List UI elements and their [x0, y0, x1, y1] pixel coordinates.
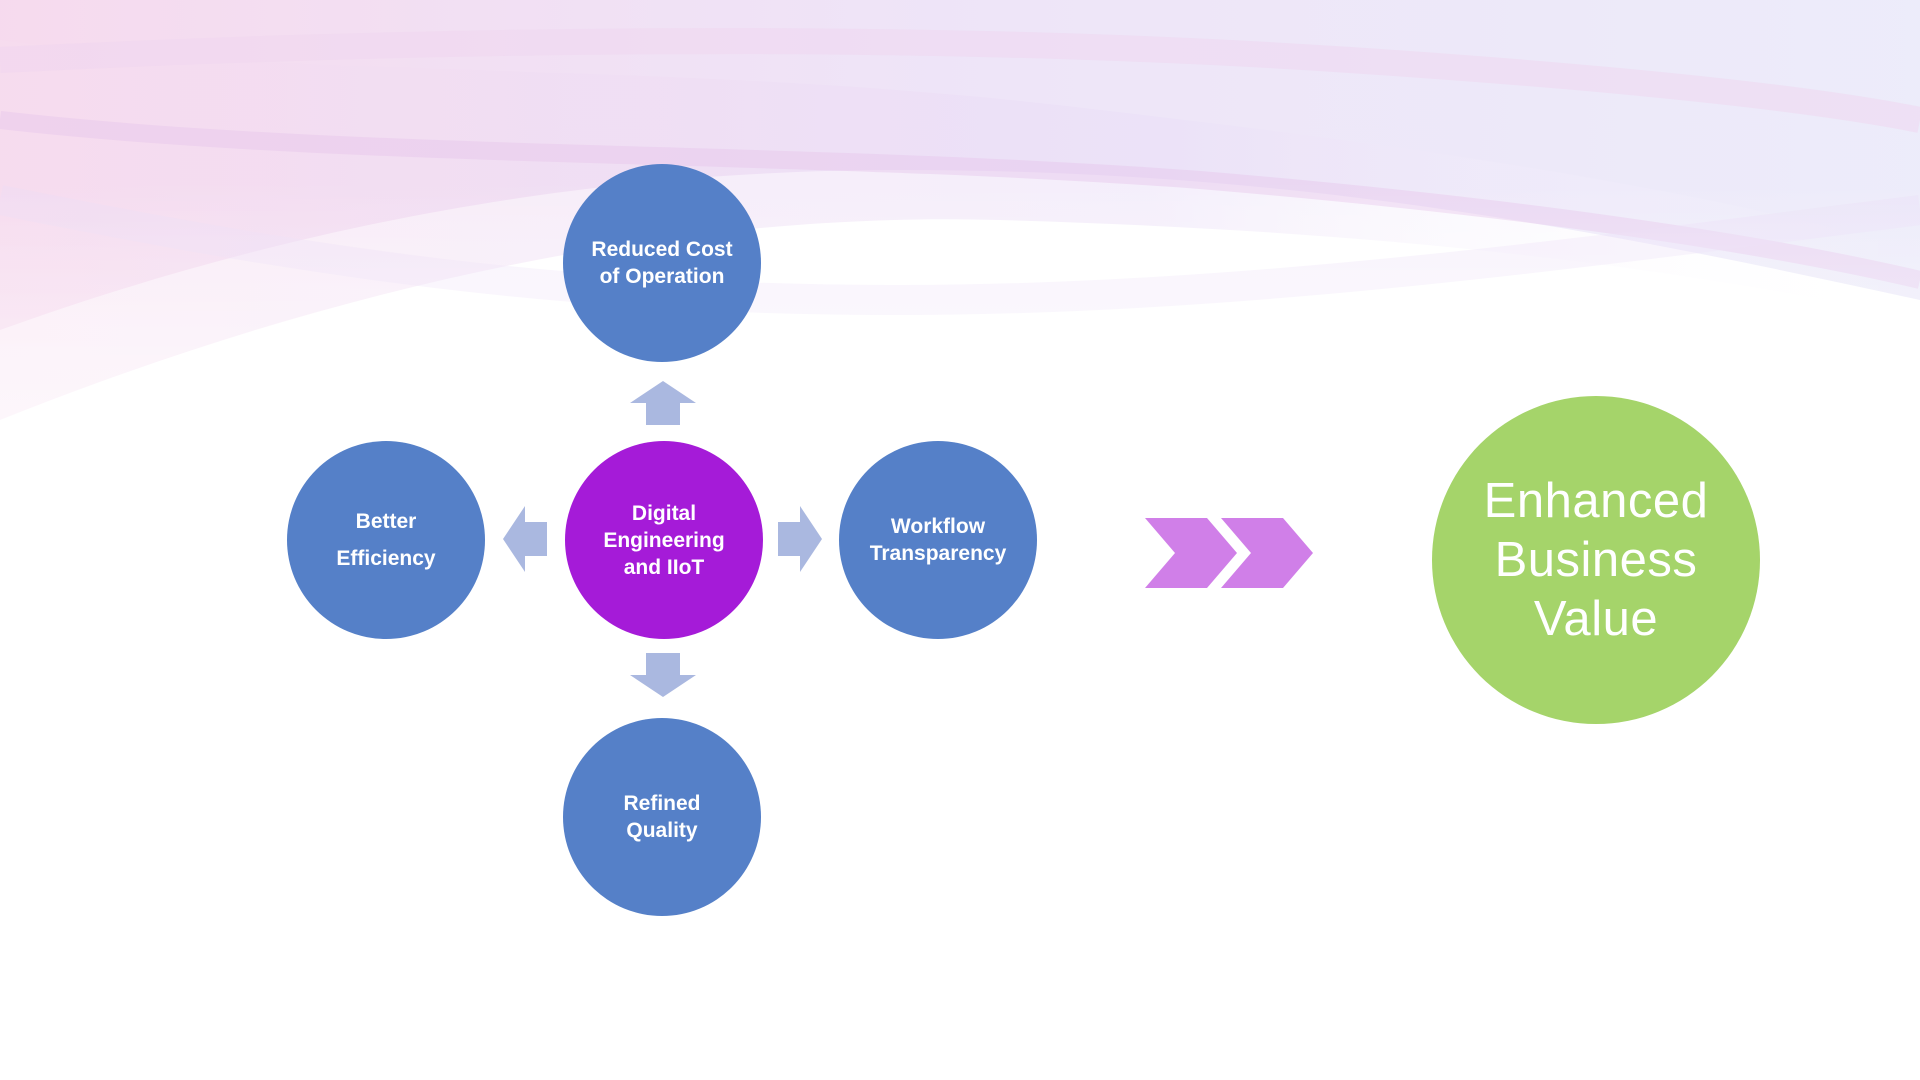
node-enhanced-business-value-label: Enhanced Business Value	[1483, 473, 1709, 646]
node-better-efficiency: Better Efficiency	[287, 441, 485, 639]
node-workflow-transparency-label: Workflow Transparency	[869, 515, 1007, 565]
arrow-left-icon	[503, 506, 547, 572]
arrow-up-icon	[630, 381, 696, 425]
node-refined-quality-label: Refined Quality	[623, 792, 701, 842]
node-reduced-cost: Reduced Cost of Operation	[563, 164, 761, 362]
node-workflow-transparency: Workflow Transparency	[839, 441, 1037, 639]
node-digital-engineering: Digital Engineering and IIoT	[565, 441, 763, 639]
node-better-efficiency-label: Better Efficiency	[336, 510, 436, 570]
node-enhanced-business-value: Enhanced Business Value	[1432, 396, 1760, 724]
node-reduced-cost-label: Reduced Cost of Operation	[591, 238, 733, 288]
node-refined-quality: Refined Quality	[563, 718, 761, 916]
arrow-down-icon	[630, 653, 696, 697]
double-chevron-right-icon	[1145, 518, 1313, 588]
arrow-right-icon	[778, 506, 822, 572]
node-digital-engineering-label: Digital Engineering and IIoT	[603, 501, 725, 579]
